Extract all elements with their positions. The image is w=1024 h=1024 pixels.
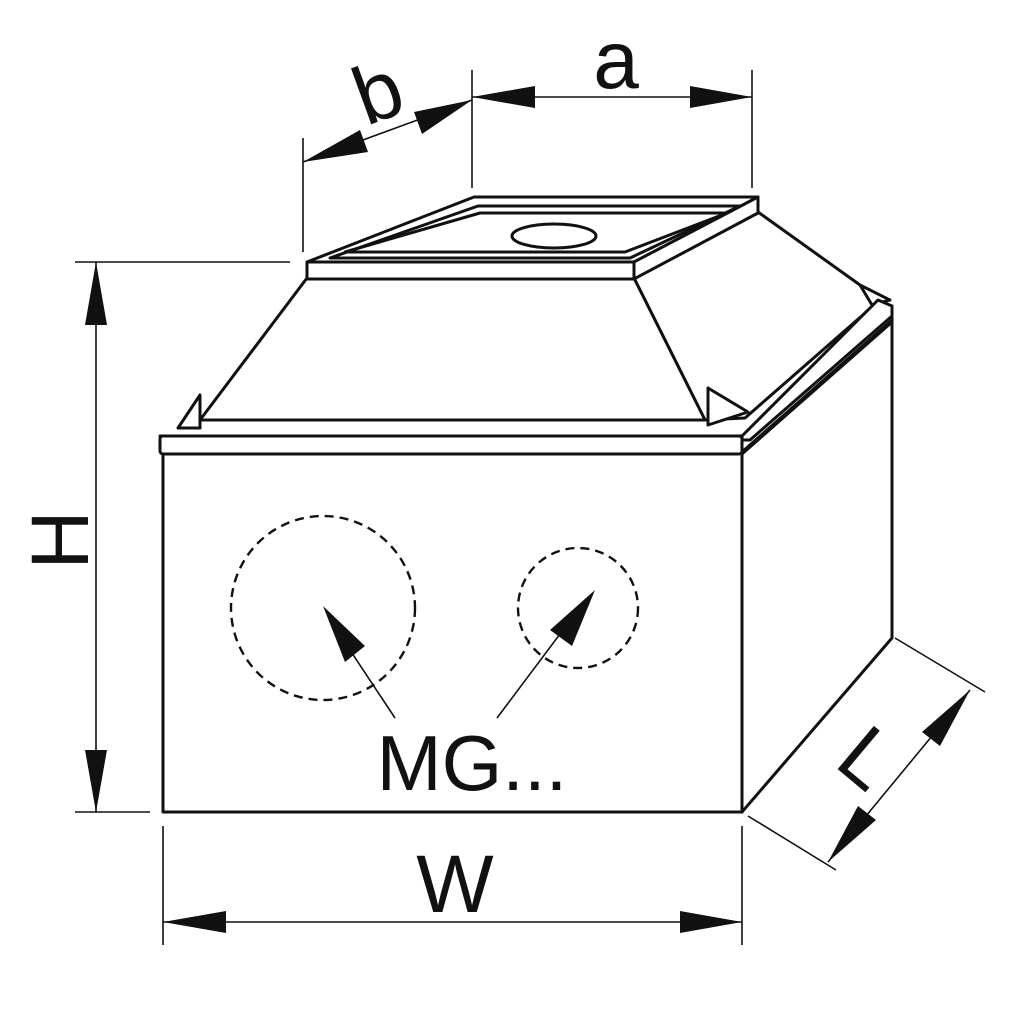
dim-arrow-w-right — [680, 911, 742, 933]
label-w: W — [416, 839, 494, 930]
dim-arrow-l-top — [922, 690, 970, 746]
dim-arrow-a-right — [690, 86, 752, 108]
large-gland-circle — [229, 514, 417, 702]
dim-arrow-h-top — [85, 262, 107, 325]
mg-arrow-large — [323, 606, 365, 662]
hood-left-gusset — [176, 393, 202, 430]
hood-front-slope — [198, 276, 707, 422]
box-rim-corner — [740, 304, 894, 456]
label-h: H — [15, 510, 106, 569]
dim-arrow-h-bottom — [85, 750, 107, 812]
top-cable-hole — [510, 222, 598, 250]
dim-arrow-w-left — [163, 911, 226, 933]
box-front-face — [161, 450, 744, 814]
label-mg: MG... — [377, 719, 568, 807]
dim-arrow-a-left — [472, 86, 535, 108]
dim-arrow-b-right — [414, 100, 472, 134]
label-a: a — [593, 15, 639, 106]
mg-arrow-small — [550, 590, 595, 646]
label-l: L — [821, 709, 914, 808]
box-rim-front — [158, 434, 744, 456]
hood-right-gusset — [706, 386, 750, 427]
ext-line-l-top — [894, 637, 986, 693]
ext-line-l-bottom — [747, 815, 837, 871]
dim-arrow-l-bottom — [828, 806, 876, 862]
dim-arrow-b-left — [303, 130, 368, 162]
top-flange-front — [305, 260, 636, 281]
label-b: b — [341, 42, 415, 143]
small-gland-circle — [516, 546, 640, 670]
